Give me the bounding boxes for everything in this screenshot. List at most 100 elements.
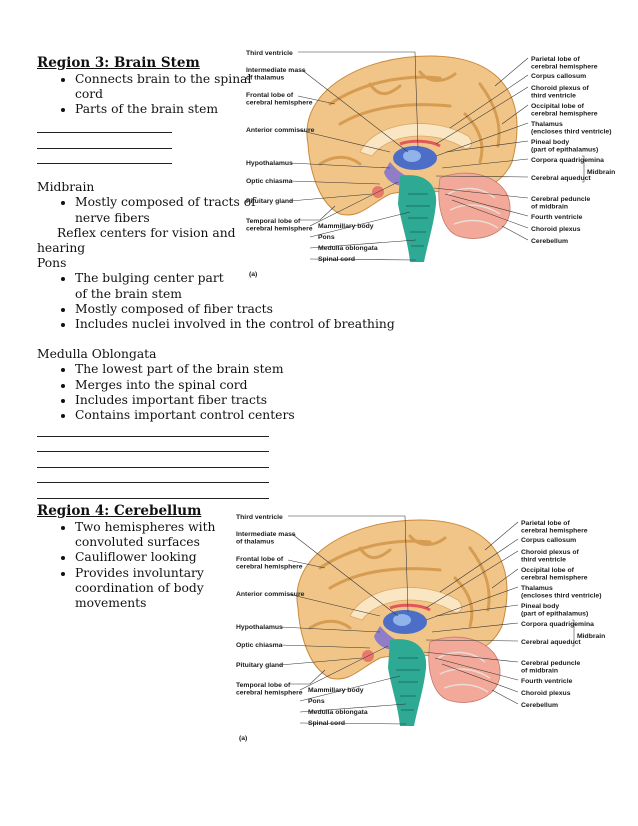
corpus-callosum-shape (359, 123, 472, 157)
list-item: Mostly composed of tracts of nerve fiber… (75, 195, 260, 225)
label: Corpus callosum (531, 73, 586, 80)
label: Anterior commissure (236, 591, 305, 598)
label: Cerebellum (531, 238, 568, 245)
region4-heading: Region 4: Cerebellum (37, 503, 202, 519)
midbrain-bracket (572, 619, 575, 647)
region4-section: Region 4: Cerebellum Two hemispheres wit… (37, 502, 337, 611)
midbrain-label: Midbrain (577, 633, 605, 640)
label: Third ventricle (236, 514, 283, 521)
list-item: Cauliflower looking (75, 550, 245, 565)
bottom-labels: Mammillary body Pons Medulla oblongata S… (308, 687, 368, 727)
list-item: Contains important control centers (75, 408, 337, 423)
midbrain-title: Midbrain (37, 180, 95, 195)
answer-line[interactable] (37, 466, 269, 468)
panel-label: (a) (239, 735, 247, 742)
list-item: Two hemispheres with convoluted surfaces (75, 520, 245, 550)
label: Pituitary gland (246, 198, 293, 205)
midbrain-bullet-list: Mostly composed of tracts of nerve fiber… (37, 195, 260, 225)
label: Optic chiasma (236, 642, 283, 649)
label: Cerebellum (521, 702, 558, 709)
answer-line[interactable] (37, 132, 172, 134)
label: Corpus callosum (521, 537, 576, 544)
answer-line[interactable] (37, 147, 172, 149)
label: Pituitary gland (236, 662, 283, 669)
label: Pineal body(part of epithalamus) (531, 139, 598, 154)
label: Hypothalamus (236, 624, 283, 631)
list-item: Includes nuclei involved in the control … (75, 317, 395, 332)
list-item: Mostly composed of fiber tracts (75, 302, 395, 317)
list-item: The lowest part of the brain stem (75, 362, 337, 377)
region3-heading: Region 3: Brain Stem (37, 55, 200, 71)
region4-bullet-list: Two hemispheres with convoluted surfaces… (37, 520, 245, 611)
label: Mammillary body (308, 687, 364, 694)
corpus-callosum-shape (349, 587, 462, 621)
answer-line[interactable] (37, 497, 269, 499)
label: Fourth ventricle (521, 678, 573, 685)
pons-title: Pons (37, 256, 67, 271)
midbrain-bracket (582, 155, 585, 183)
midbrain-label: Midbrain (587, 169, 615, 176)
label: Cerebral aqueduct (531, 175, 591, 182)
label: Third ventricle (246, 50, 293, 57)
label: Cerebral aqueduct (521, 639, 581, 646)
answer-line[interactable] (37, 451, 269, 453)
label: Corpora quadrigemina (531, 157, 604, 164)
list-item: Includes important fiber tracts (75, 393, 337, 408)
label: Corpora quadrigemina (521, 621, 594, 628)
label: Pons (308, 698, 325, 705)
label: Medulla oblongata (318, 245, 378, 252)
medulla-bullet-list: The lowest part of the brain stem Merges… (37, 362, 337, 423)
label: Fourth ventricle (531, 214, 583, 221)
pons-bullet-list: The bulging center part of the brain ste… (37, 271, 395, 332)
answer-lines (37, 435, 269, 499)
leader-lines (279, 515, 519, 725)
panel-label: (a) (249, 271, 257, 278)
label: Thalamus(encloses third ventricle) (531, 121, 611, 136)
list-item: Parts of the brain stem (75, 102, 265, 117)
brain-illustration (306, 55, 518, 262)
label: Choroid plexus (531, 226, 581, 233)
medulla-title: Medulla Oblongata (37, 347, 157, 362)
list-item: The bulging center part of the brain ste… (75, 271, 235, 301)
brain-illustration (296, 519, 508, 726)
label: Choroid plexus (521, 690, 571, 697)
list-item: Provides involuntary coordination of bod… (75, 566, 245, 612)
label: Medulla oblongata (308, 709, 368, 716)
answer-lines (37, 132, 172, 165)
midbrain-note-cont: hearing (37, 240, 86, 255)
midbrain-note: Reflex centers for vision and (57, 225, 236, 240)
label: Thalamus(encloses third ventricle) (521, 585, 601, 600)
region3-section: Region 3: Brain Stem Connects brain to t… (37, 54, 395, 499)
label: Pineal body(part of epithalamus) (521, 603, 588, 618)
label: Hypothalamus (246, 160, 293, 167)
label: Pons (318, 234, 335, 241)
bottom-labels: Mammillary body Pons Medulla oblongata S… (318, 223, 378, 263)
list-item: Connects brain to the spinal cord (75, 72, 265, 102)
answer-line[interactable] (37, 435, 269, 437)
region3-bullet-list: Connects brain to the spinal cord Parts … (37, 72, 265, 118)
label: Anterior commissure (246, 127, 315, 134)
list-item: Merges into the spinal cord (75, 378, 337, 393)
label: Mammillary body (318, 223, 374, 230)
answer-line[interactable] (37, 163, 172, 165)
answer-line[interactable] (37, 482, 269, 484)
